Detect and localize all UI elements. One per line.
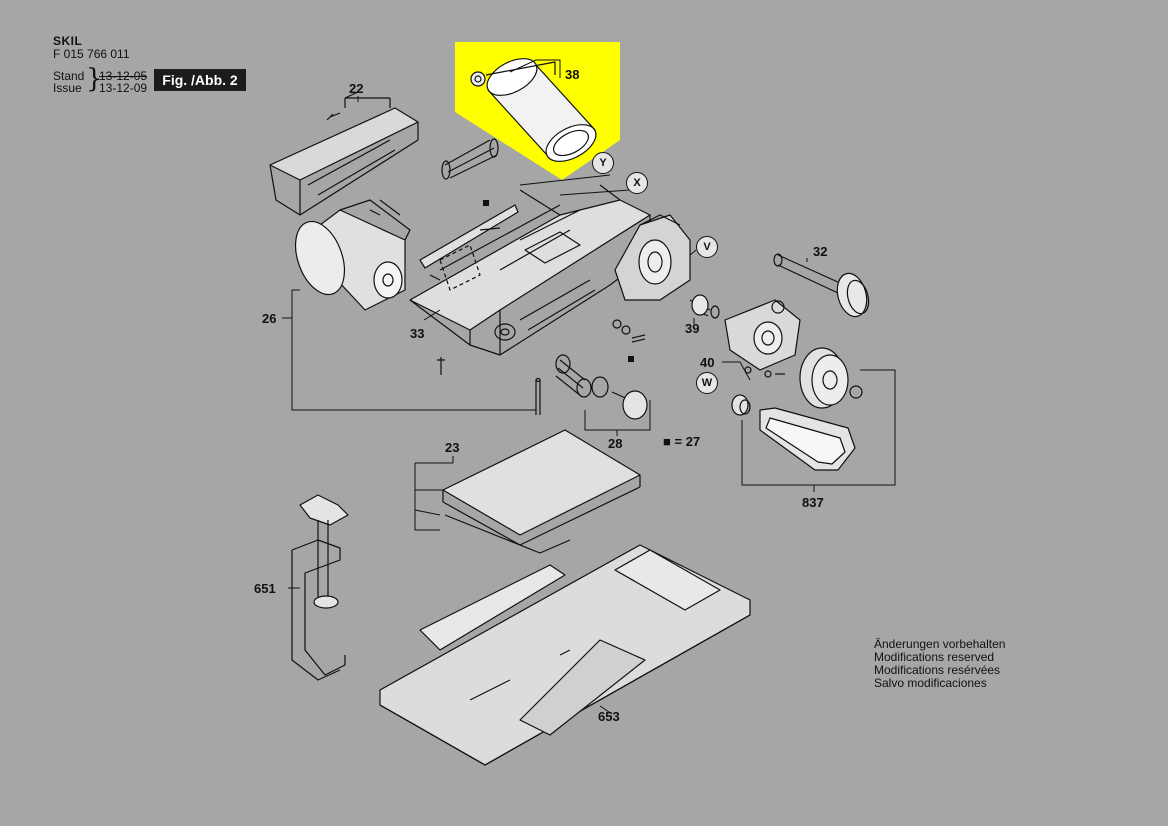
- part-label-28: 28: [608, 436, 623, 451]
- part-32-shaft-gear: [773, 253, 870, 318]
- stand-label: Stand: [53, 69, 85, 83]
- motor-assembly: [614, 214, 691, 301]
- new-date: 13-12-09: [99, 81, 148, 95]
- note-german: Änderungen vorbehalten: [874, 637, 1006, 651]
- part-39-pinion: [689, 294, 720, 319]
- small-pulley: [731, 394, 751, 416]
- figure-label: Fig. /Abb. 2: [154, 69, 246, 91]
- brand-name: SKIL: [53, 34, 83, 48]
- part-label-837: 837: [802, 495, 824, 510]
- part-23-sanding-sheets: [442, 429, 641, 554]
- gear-housing: [724, 299, 801, 371]
- part-653-base-plate: [379, 544, 751, 766]
- reference-marker-w: W: [696, 372, 718, 394]
- fasteners: [437, 319, 785, 415]
- part-label-26: 26: [262, 311, 277, 326]
- part-837-belt: [759, 407, 856, 471]
- belt-guide: [419, 204, 519, 281]
- reference-marker-v: V: [696, 236, 718, 258]
- legend-square-marker-2: [628, 356, 634, 362]
- reference-marker-x: X: [626, 172, 648, 194]
- legend-symbol: ■: [663, 434, 671, 449]
- issue-label: Issue: [53, 81, 82, 95]
- part-label-23: 23: [445, 440, 460, 455]
- legend-square-marker: [483, 200, 489, 206]
- spring-upper: [441, 138, 499, 180]
- part-label-651: 651: [254, 581, 276, 596]
- part-28-spring-knob: [555, 354, 648, 420]
- note-spanish: Salvo modificaciones: [874, 676, 987, 690]
- old-date: 13-12-05: [99, 69, 148, 83]
- part-label-38: 38: [565, 67, 580, 82]
- modification-notes: Änderungen vorbehalten Modifications res…: [874, 638, 1005, 690]
- part-label-22: 22: [349, 81, 364, 96]
- part-33-housing: [409, 184, 651, 356]
- part-label-39: 39: [685, 321, 700, 336]
- part-label-40: 40: [700, 355, 715, 370]
- legend: ■ = 27: [663, 435, 700, 449]
- reference-marker-y: Y: [592, 152, 614, 174]
- note-french: Modifications resérvées: [874, 663, 1001, 677]
- part-38-roller-sleeve: [470, 58, 597, 162]
- legend-text: = 27: [674, 434, 701, 449]
- note-english: Modifications reserved: [874, 650, 995, 664]
- part-26-front-roller: [294, 199, 411, 311]
- part-label-653: 653: [598, 709, 620, 724]
- part-22-cover-plate: [269, 91, 419, 216]
- part-651-clamp: [291, 494, 349, 681]
- part-label-33: 33: [410, 326, 425, 341]
- part-number: F 015 766 011: [53, 47, 130, 61]
- pulley: [799, 347, 863, 409]
- brace-symbol: }: [86, 64, 103, 94]
- part-label-32: 32: [813, 244, 828, 259]
